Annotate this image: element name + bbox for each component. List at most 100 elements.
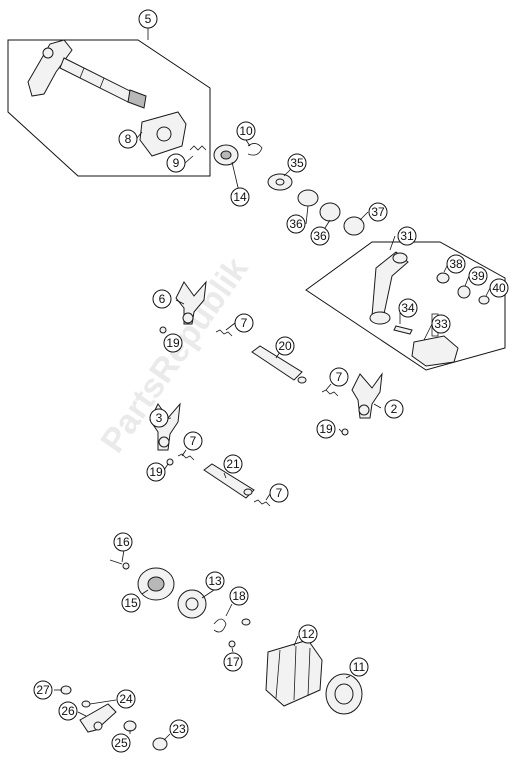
svg-text:31: 31	[400, 229, 414, 243]
svg-text:18: 18	[232, 589, 246, 603]
svg-text:24: 24	[119, 692, 133, 706]
callouts: 5 8 9 10 14 35 36 36 37 31 38 39 40 34 3…	[33, 9, 509, 753]
callout-19b: 19	[316, 419, 336, 439]
fork-3-bore	[158, 436, 170, 448]
drum-groove-2	[293, 645, 297, 701]
shift-drum-small-parts	[213, 143, 365, 236]
svg-text:11: 11	[353, 660, 366, 674]
svg-text:2: 2	[391, 402, 398, 416]
nut-39	[457, 285, 471, 299]
callout-21: 21	[223, 454, 243, 474]
callout-17: 17	[223, 652, 243, 672]
callout-12: 12	[298, 624, 318, 644]
svg-text:16: 16	[116, 535, 130, 549]
callout-13: 13	[205, 571, 225, 591]
lever-foot	[369, 311, 391, 325]
washer-24	[81, 700, 91, 708]
spring-7b	[321, 389, 339, 397]
svg-text:15: 15	[124, 596, 138, 610]
svg-text:5: 5	[145, 12, 152, 26]
callout-38: 38	[446, 254, 466, 274]
svg-text:36: 36	[313, 229, 327, 243]
locking-lever-parts	[60, 685, 168, 751]
svg-text:8: 8	[125, 132, 132, 146]
callout-23: 23	[169, 719, 189, 739]
callout-40: 40	[489, 278, 509, 298]
drum-groove-1	[275, 649, 281, 699]
callout-3: 3	[149, 408, 169, 428]
callout-16: 16	[113, 532, 133, 552]
shift-drum-parts	[109, 559, 363, 715]
shaft-groove-2	[99, 77, 105, 89]
callout-34: 34	[398, 298, 418, 318]
washer-18	[241, 618, 251, 626]
lever-26-roller	[93, 721, 103, 731]
pin-19c	[166, 458, 174, 466]
pin-19a	[159, 326, 167, 334]
spring-7c	[177, 453, 195, 461]
svg-text:25: 25	[114, 736, 128, 750]
fork-2-bore	[358, 404, 370, 416]
bearing-37	[343, 216, 365, 236]
fork-rail-21	[203, 463, 255, 499]
svg-text:10: 10	[239, 124, 253, 138]
bearing-36a	[297, 189, 319, 207]
rail-20-clip	[297, 376, 307, 384]
svg-text:21: 21	[226, 457, 240, 471]
svg-text:23: 23	[172, 722, 186, 736]
leader-lines	[54, 28, 491, 741]
svg-text:7: 7	[276, 486, 283, 500]
svg-text:3: 3	[156, 411, 163, 425]
callout-35: 35	[287, 153, 307, 173]
callout-2: 2	[384, 399, 404, 419]
screw-34	[393, 325, 413, 335]
shift-shaft	[59, 57, 133, 103]
locating-hub-15	[147, 576, 165, 592]
fork-6-bore	[182, 312, 194, 324]
callout-20: 20	[275, 336, 295, 356]
callout-8: 8	[118, 129, 138, 149]
shift-forks	[149, 280, 383, 507]
callout-31: 31	[397, 226, 417, 246]
shift-pedal-33	[411, 335, 459, 367]
svg-text:7: 7	[336, 370, 343, 384]
bearing-11-race	[334, 683, 354, 705]
svg-text:9: 9	[173, 156, 180, 170]
callout-7d: 7	[269, 483, 289, 503]
svg-text:37: 37	[371, 205, 385, 219]
bolt-16-head	[122, 562, 130, 570]
svg-text:7: 7	[241, 316, 248, 330]
shift-cam-13-hole	[185, 597, 199, 611]
lever-pivot	[392, 252, 408, 264]
svg-text:35: 35	[290, 156, 304, 170]
callout-15: 15	[121, 593, 141, 613]
svg-text:13: 13	[208, 574, 222, 588]
drum-groove-3	[307, 647, 311, 697]
circlip-18	[213, 618, 227, 633]
shift-shaft-assembly	[7, 39, 211, 177]
svg-text:20: 20	[278, 339, 292, 353]
callout-36a: 36	[286, 214, 306, 234]
washer-35-hole	[275, 178, 285, 186]
svg-text:40: 40	[492, 281, 506, 295]
svg-text:34: 34	[401, 301, 415, 315]
svg-text:7: 7	[190, 434, 197, 448]
shaft-groove	[79, 67, 85, 79]
screw-27	[60, 685, 72, 695]
callout-10: 10	[236, 121, 256, 141]
shaft-spline	[127, 89, 147, 109]
callout-7a: 7	[234, 313, 254, 333]
bolt-16	[109, 559, 123, 565]
fork-rail-20	[251, 345, 303, 381]
callout-25: 25	[111, 733, 131, 753]
rail-21-clip	[243, 488, 253, 496]
washer-25	[123, 720, 137, 732]
spring-7d	[253, 499, 271, 507]
return-spring	[189, 145, 207, 151]
callout-11: 11	[349, 657, 369, 677]
shift-lever-group-frame	[305, 241, 506, 371]
svg-text:39: 39	[471, 269, 485, 283]
quadrant-bore	[156, 126, 172, 142]
